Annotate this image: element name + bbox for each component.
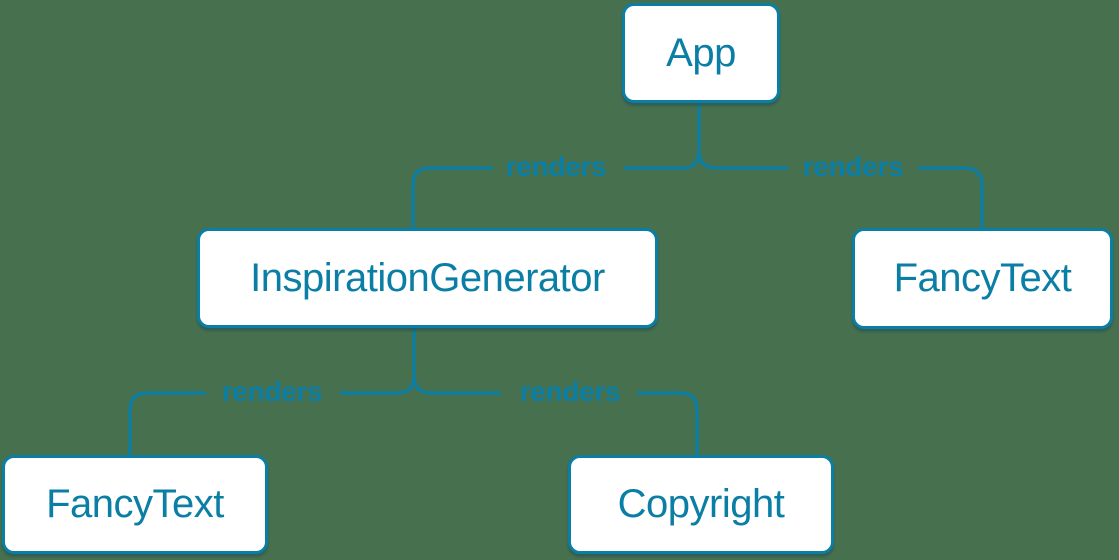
- edge-label-renders-app-fancytext: renders: [802, 151, 904, 182]
- node-app-label: App: [666, 30, 736, 75]
- connector-inspirationgenerator-to-fancytext-2: [128, 391, 206, 456]
- connector-app-to-inspirationgenerator-2: [411, 166, 493, 229]
- node-copyright-label: Copyright: [617, 482, 785, 526]
- connector-app-to-fancytext: [697, 150, 788, 170]
- connector-inspirationgenerator-to-copyright-2: [637, 391, 699, 456]
- edge-label-renders-inspirationgenerator-fancytext: renders: [221, 376, 323, 407]
- node-inspiration-generator: InspirationGenerator: [197, 228, 658, 328]
- connector-app-to-inspirationgenerator: [624, 150, 701, 170]
- connector-app-to-fancytext-2: [918, 166, 984, 229]
- edge-label-renders-app-inspirationgenerator: renders: [505, 151, 607, 182]
- node-fancy-text-bottom: FancyText: [2, 455, 268, 554]
- connector-inspirationgenerator-to-fancytext: [340, 375, 416, 395]
- node-fancy-text-bottom-label: FancyText: [46, 482, 224, 526]
- node-fancy-text-top: FancyText: [852, 228, 1113, 329]
- node-fancy-text-top-label: FancyText: [893, 256, 1072, 300]
- node-inspiration-generator-label: InspirationGenerator: [250, 255, 605, 300]
- node-app: App: [622, 3, 780, 103]
- connector-inspirationgenerator-to-copyright: [412, 375, 501, 395]
- node-copyright: Copyright: [568, 455, 834, 554]
- edge-label-renders-inspirationgenerator-copyright: renders: [519, 376, 621, 407]
